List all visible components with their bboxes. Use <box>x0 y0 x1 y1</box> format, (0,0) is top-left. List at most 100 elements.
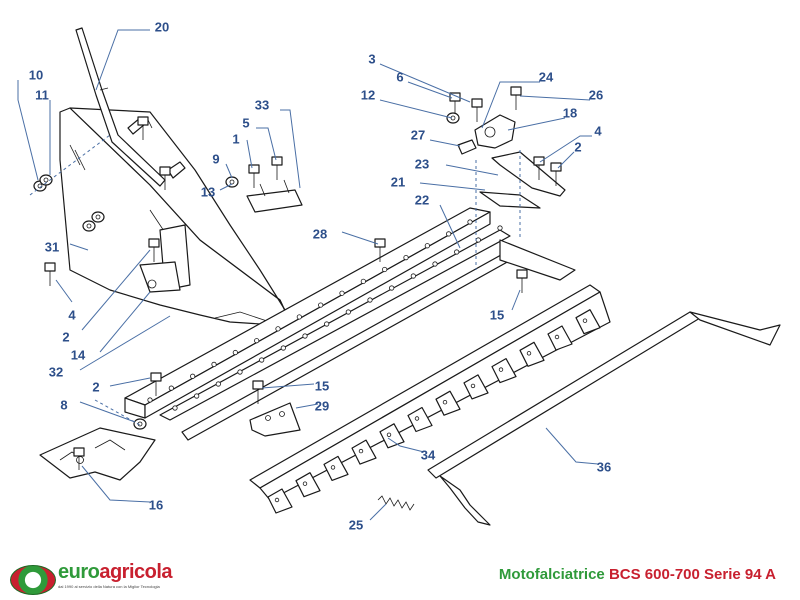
blade-rivet <box>358 448 364 454</box>
callout-number: 29 <box>315 398 329 413</box>
blade-rivet <box>414 416 420 421</box>
blade-rivet <box>582 318 588 323</box>
callout-number: 8 <box>60 397 67 412</box>
callout-leader <box>407 81 453 99</box>
callout-leader <box>95 29 150 91</box>
bolt-head <box>148 238 160 248</box>
callout-number: 3 <box>368 51 375 66</box>
callout-number: 33 <box>255 97 269 112</box>
cutter-bar-holes <box>147 219 503 411</box>
callout-leader <box>511 289 521 311</box>
callout-leader <box>55 279 73 303</box>
callout-number: 1 <box>232 131 239 146</box>
diagram-title: Motofalciatrice BCS 600-700 Serie 94 A <box>498 566 776 583</box>
bolt-head <box>271 156 283 166</box>
bar-hole <box>172 405 178 411</box>
bracket-33 <box>246 179 303 213</box>
mower-frame <box>59 107 293 327</box>
callout-number: 9 <box>212 151 219 166</box>
bar-hole <box>410 273 416 279</box>
blade-rivet <box>554 334 560 340</box>
blade-tooth <box>267 488 293 514</box>
callout-number: 2 <box>92 379 99 394</box>
bar-hole <box>147 397 153 403</box>
knife-guard-29 <box>249 402 301 437</box>
bar-hole <box>254 338 260 344</box>
callout-number: 21 <box>391 174 405 189</box>
guard-plate <box>39 427 156 481</box>
blade-tooth <box>491 358 517 384</box>
callout-leader <box>81 465 151 503</box>
callout-number: 16 <box>149 497 163 512</box>
bar-hole <box>424 243 430 249</box>
fasteners <box>33 86 562 430</box>
bar-hole <box>302 333 308 339</box>
bar-hole <box>296 314 302 320</box>
callout-number: 24 <box>539 69 554 84</box>
callout-number: 25 <box>349 517 363 532</box>
washer-hole <box>86 223 92 229</box>
bar-hole <box>403 255 409 261</box>
bar-hole <box>280 345 286 351</box>
callout-leader <box>219 183 233 191</box>
callout-leader <box>256 127 277 161</box>
blade-rivet <box>274 497 280 503</box>
callout-leader <box>280 109 301 189</box>
bar-hole <box>467 219 473 225</box>
bar-hole <box>324 321 330 327</box>
spring-25 <box>377 495 415 511</box>
callout-number: 18 <box>563 105 577 120</box>
callout-number: 5 <box>242 115 249 130</box>
bolt-head <box>252 380 264 390</box>
callout-leader <box>81 249 151 331</box>
bar-hole <box>382 266 388 273</box>
bolt-head <box>471 98 483 108</box>
bolt-head <box>44 262 56 272</box>
callout-number: 34 <box>421 447 436 462</box>
callout-leader <box>246 139 253 169</box>
footer-bar: euroagricola dal 1990 al servizio della … <box>0 560 800 600</box>
cutter-blade <box>249 284 611 501</box>
blade-rivet <box>470 383 476 389</box>
bolt-head <box>150 372 162 382</box>
callout-number: 4 <box>68 307 76 322</box>
blade-rivet <box>498 367 504 372</box>
bar-hole <box>446 231 452 237</box>
callout-leader <box>445 164 499 176</box>
blade-rivet <box>330 465 336 470</box>
bolt-head <box>516 269 528 279</box>
callout-number: 2 <box>574 139 581 154</box>
callout-number: 12 <box>361 87 375 102</box>
callout-leader <box>481 81 540 129</box>
bar-hole <box>215 381 221 387</box>
blade-teeth <box>267 309 601 514</box>
bar-hole <box>259 357 265 363</box>
callout-leader <box>69 243 89 251</box>
callout-leader <box>557 151 575 169</box>
drive-rod <box>427 311 781 526</box>
blade-tooth <box>351 439 377 465</box>
callout-leader <box>17 80 39 181</box>
callout-number: 31 <box>45 239 59 254</box>
bar-hole <box>389 285 395 291</box>
callout-leader <box>429 139 461 147</box>
callout-leader <box>419 182 486 191</box>
callout-leader <box>519 95 591 101</box>
callout-leader <box>507 117 566 131</box>
callout-leader <box>341 231 379 245</box>
alignment-line <box>29 134 111 196</box>
bar-hole <box>367 297 373 303</box>
callout-leader <box>99 291 151 353</box>
washer-hole <box>95 214 101 220</box>
bolt-head <box>510 86 522 96</box>
callout-leader <box>79 315 171 371</box>
callout-number: 4 <box>594 123 602 138</box>
bar-hole <box>432 261 438 267</box>
callout-leader <box>439 204 461 249</box>
callout-number: 15 <box>315 378 329 393</box>
bolt-16 <box>73 447 85 470</box>
cutter-bar <box>124 207 576 441</box>
blade-tooth <box>407 406 433 433</box>
